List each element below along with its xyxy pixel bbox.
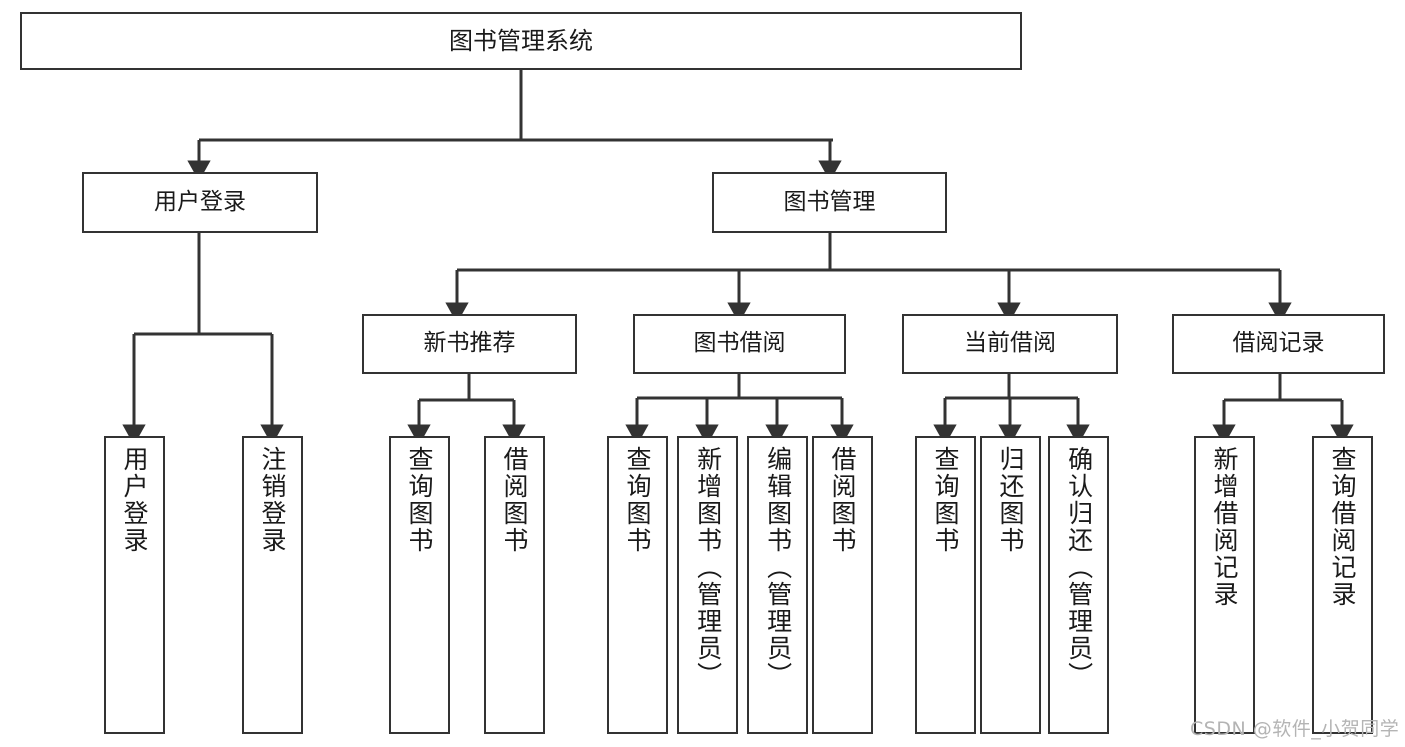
node-current-borrow[interactable]: 当前借阅: [902, 314, 1118, 374]
node-leaf-record-query-label: 查询借阅记录: [1328, 446, 1357, 608]
node-root-title-label: 图书管理系统: [449, 26, 593, 55]
node-leaf-current-query[interactable]: 查询图书: [915, 436, 976, 734]
node-leaf-borrow-add[interactable]: 新增图书（管理员）: [677, 436, 738, 734]
node-leaf-borrow-edit[interactable]: 编辑图书（管理员）: [747, 436, 808, 734]
node-leaf-newbook-query-label: 查询图书: [405, 446, 434, 554]
node-leaf-newbook-borrow[interactable]: 借阅图书: [484, 436, 545, 734]
node-current-borrow-label: 当前借阅: [964, 330, 1056, 357]
node-book-borrow-label: 图书借阅: [693, 330, 786, 357]
node-leaf-record-query[interactable]: 查询借阅记录: [1312, 436, 1373, 734]
node-user-login-label: 用户登录: [154, 188, 246, 215]
node-leaf-borrow-add-label: 新增图书（管理员）: [693, 446, 723, 689]
node-leaf-current-return-label: 归还图书: [996, 446, 1025, 554]
node-borrow-record[interactable]: 借阅记录: [1172, 314, 1385, 374]
node-leaf-current-query-label: 查询图书: [931, 446, 960, 554]
node-leaf-current-return[interactable]: 归还图书: [980, 436, 1041, 734]
node-leaf-record-add[interactable]: 新增借阅记录: [1194, 436, 1255, 734]
node-new-book-recommend[interactable]: 新书推荐: [362, 314, 577, 374]
node-root-title[interactable]: 图书管理系统: [20, 12, 1022, 70]
node-leaf-user-login-login[interactable]: 用户登录: [104, 436, 165, 734]
node-leaf-newbook-borrow-label: 借阅图书: [500, 446, 529, 554]
node-leaf-user-login-logout[interactable]: 注销登录: [242, 436, 303, 734]
node-leaf-current-confirm-return[interactable]: 确认归还（管理员）: [1048, 436, 1109, 734]
node-new-book-recommend-label: 新书推荐: [423, 330, 516, 357]
node-leaf-current-confirm-return-label: 确认归还（管理员）: [1064, 446, 1094, 689]
node-leaf-user-login-login-label: 用户登录: [120, 446, 149, 554]
node-leaf-borrow-edit-label: 编辑图书（管理员）: [763, 446, 793, 689]
node-leaf-user-login-logout-label: 注销登录: [258, 446, 287, 554]
node-borrow-record-label: 借阅记录: [1232, 330, 1325, 357]
node-leaf-borrow-query[interactable]: 查询图书: [607, 436, 668, 734]
node-leaf-borrow-query-label: 查询图书: [623, 446, 652, 554]
node-user-login[interactable]: 用户登录: [82, 172, 318, 233]
node-leaf-borrow-lend[interactable]: 借阅图书: [812, 436, 873, 734]
node-leaf-record-add-label: 新增借阅记录: [1210, 446, 1239, 608]
node-leaf-borrow-lend-label: 借阅图书: [828, 446, 857, 554]
node-book-management-label: 图书管理: [783, 188, 876, 215]
node-book-management[interactable]: 图书管理: [712, 172, 947, 233]
node-leaf-newbook-query[interactable]: 查询图书: [389, 436, 450, 734]
node-book-borrow[interactable]: 图书借阅: [633, 314, 846, 374]
csdn-watermark: CSDN @软件_小贺同学: [1190, 718, 1400, 740]
